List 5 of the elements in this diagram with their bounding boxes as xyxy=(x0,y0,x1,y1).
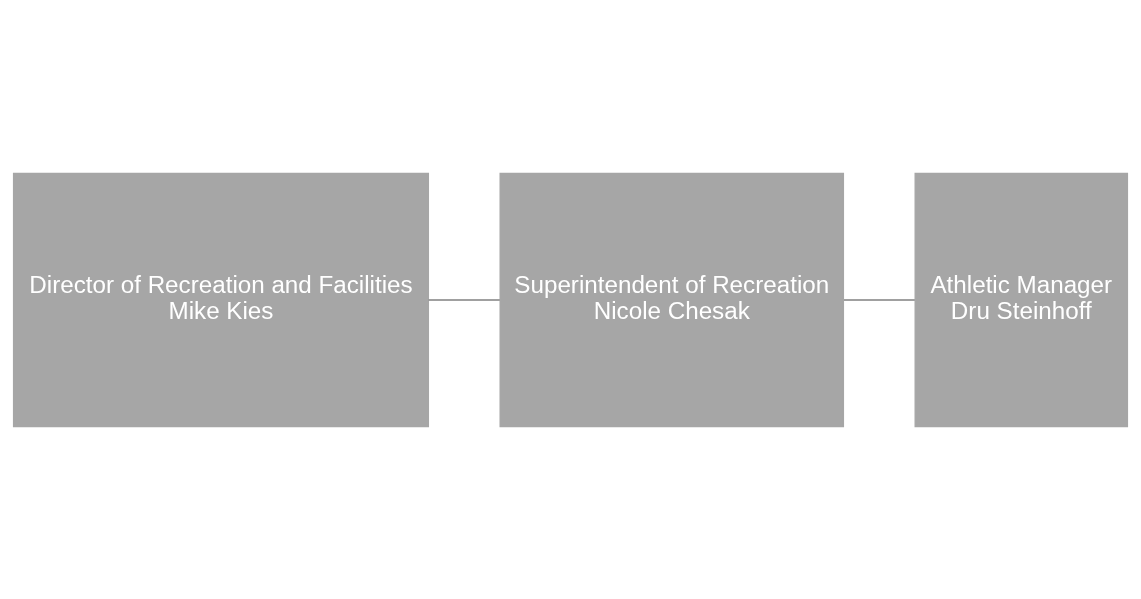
node-box: Superintendent of Recreation Nicole Chesak xyxy=(499,172,845,427)
node-box: Athletic Manager Dru Steinhoff xyxy=(914,172,1129,427)
connector xyxy=(843,298,916,301)
connector xyxy=(427,298,501,301)
node-box: Director of Recreation and Facilities Mike Kies xyxy=(12,172,430,427)
